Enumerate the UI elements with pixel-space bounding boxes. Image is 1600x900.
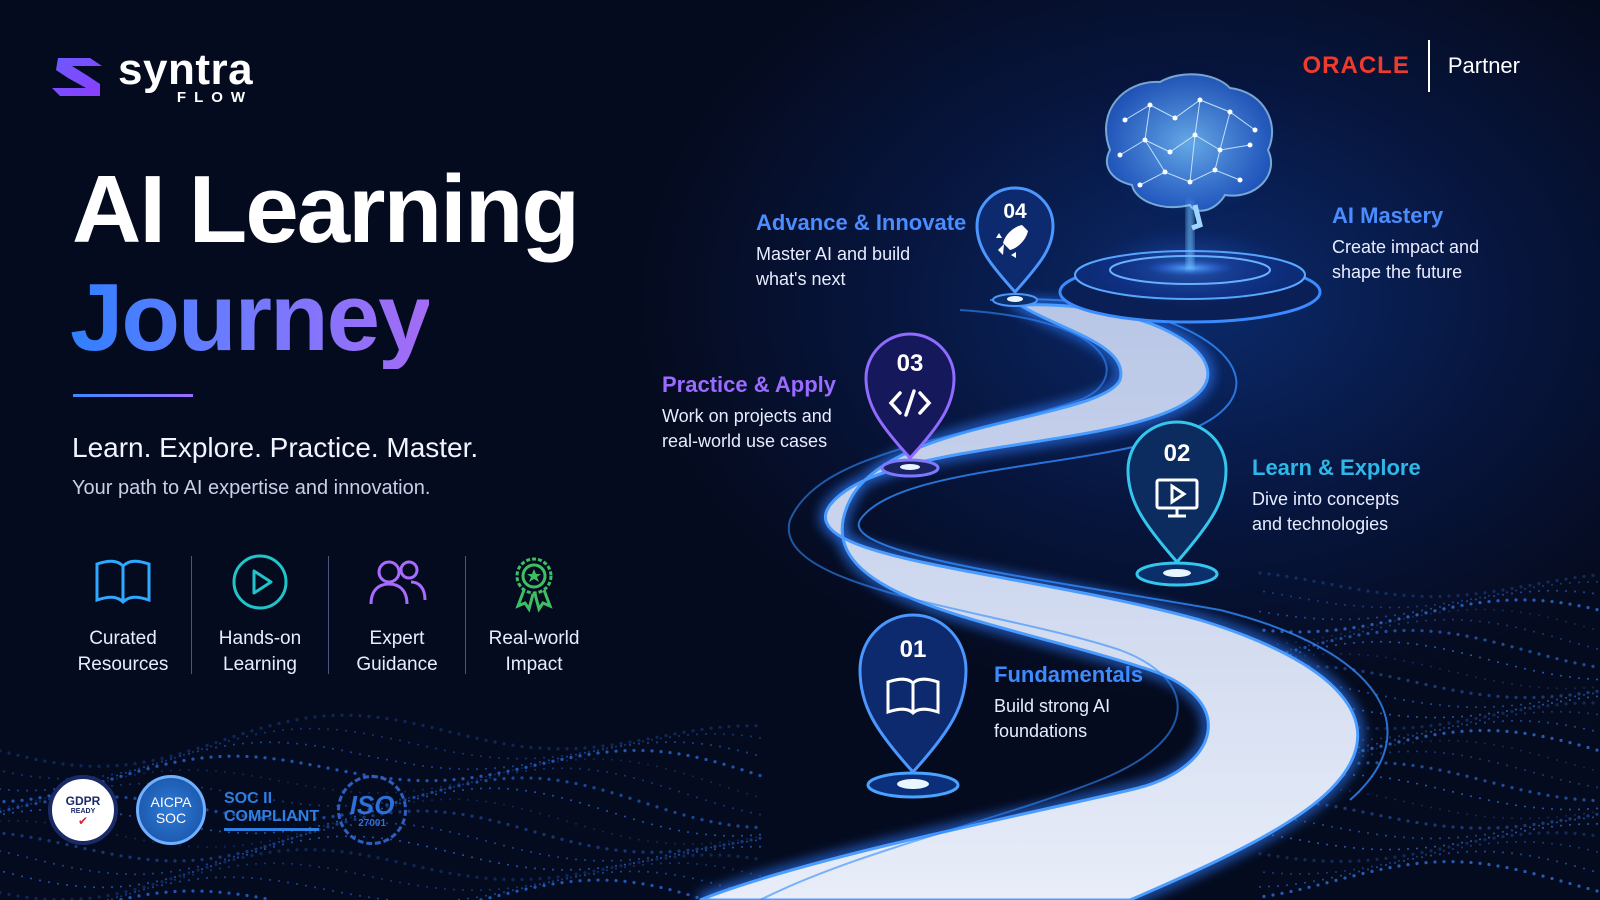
step-number: 01	[899, 636, 927, 663]
soc2-badge: SOC II COMPLIANT	[224, 789, 320, 831]
gdpr-badge: GDPR READY ✔	[48, 775, 118, 845]
step-practice-apply: Practice & Apply Work on projects and re…	[662, 372, 836, 454]
soc2-compliant: COMPLIANT	[224, 808, 320, 831]
brand-sub: FLOW	[176, 89, 254, 106]
feature-hands-on-learning: Hands-on Learning	[192, 550, 328, 678]
step-desc: Build strong AI foundations	[994, 696, 1111, 741]
step-desc: Work on projects and real-world use case…	[662, 406, 832, 451]
brain-icon	[1100, 73, 1276, 231]
soc2-title: SOC II	[224, 789, 273, 807]
iso-27001-badge: ISO 27001	[337, 775, 408, 845]
syntra-flow-logo[interactable]: syntra FLOW	[50, 48, 253, 105]
iso-label: ISO	[349, 789, 395, 820]
title-underline	[73, 394, 193, 397]
aicpa-label: AICPA	[150, 794, 192, 810]
feature-curated-resources: Curated Resources	[55, 550, 191, 678]
feature-expert-guidance: Expert Guidance	[329, 550, 465, 678]
hero-title-line2: Journey	[70, 264, 431, 371]
mastery-platform	[1058, 200, 1322, 324]
step-title: Practice & Apply	[662, 372, 837, 397]
users-icon	[369, 560, 427, 605]
step-fundamentals: Fundamentals Build strong AI foundations	[994, 662, 1143, 744]
step-advance-innovate: Advance & Innovate Master AI and build w…	[756, 210, 966, 292]
rocket-icon	[996, 225, 1028, 258]
feature-list: Curated Resources Hands-on Learning Expe…	[55, 550, 602, 678]
monitor-play-icon	[1155, 478, 1199, 518]
book-icon	[95, 559, 151, 605]
play-circle-icon	[232, 554, 288, 610]
step-desc: Dive into concepts and technologies	[1252, 489, 1400, 534]
iso-number: 27001	[358, 817, 387, 829]
hero-title-line1: AI Learning	[72, 156, 580, 263]
step-learn-explore: Learn & Explore Dive into concepts and t…	[1252, 455, 1421, 537]
feature-label: Expert Guidance	[356, 628, 438, 675]
code-icon	[888, 389, 932, 417]
oracle-logo: ORACLE	[1302, 52, 1410, 79]
feature-label: Real-world Impact	[488, 628, 580, 675]
step-number: 04	[1003, 200, 1027, 223]
feature-label: Curated Resources	[77, 628, 169, 675]
feature-label: Hands-on Learning	[218, 628, 302, 675]
aicpa-soc-badge: AICPA SOC	[136, 775, 206, 845]
hero-subtitle: Your path to AI expertise and innovation…	[72, 477, 431, 499]
step-title: AI Mastery	[1332, 203, 1444, 228]
step-title: Learn & Explore	[1252, 455, 1421, 480]
partner-divider	[1427, 40, 1430, 92]
hero-tagline: Learn. Explore. Practice. Master.	[72, 432, 479, 463]
check-icon: ✔	[77, 813, 89, 828]
compliance-badges: GDPR READY ✔ AICPA SOC SOC II COMPLIANT …	[48, 775, 408, 845]
oracle-partner-badge: ORACLE Partner	[1302, 40, 1520, 92]
feature-divider	[328, 556, 329, 674]
step-ai-mastery: AI Mastery Create impact and shape the f…	[1332, 203, 1479, 285]
step-number: 03	[896, 350, 924, 377]
feature-divider	[465, 556, 466, 674]
feature-divider	[191, 556, 192, 674]
pin-03	[864, 332, 956, 478]
aicpa-soc-label: SOC	[155, 810, 187, 826]
brand-name: syntra	[118, 45, 254, 94]
gdpr-sub: READY	[70, 807, 96, 815]
step-title: Fundamentals	[994, 662, 1144, 687]
step-number: 02	[1163, 440, 1191, 467]
syntra-logo-icon	[52, 57, 102, 96]
book-icon	[886, 677, 940, 716]
gdpr-label: GDPR	[65, 793, 101, 808]
partner-label: Partner	[1447, 53, 1520, 78]
step-desc: Master AI and build what's next	[756, 244, 911, 289]
pin-02	[1126, 420, 1228, 587]
award-icon	[515, 557, 553, 613]
feature-real-world-impact: Real-world Impact	[466, 550, 602, 678]
step-desc: Create impact and shape the future	[1332, 237, 1480, 282]
step-title: Advance & Innovate	[756, 210, 967, 235]
